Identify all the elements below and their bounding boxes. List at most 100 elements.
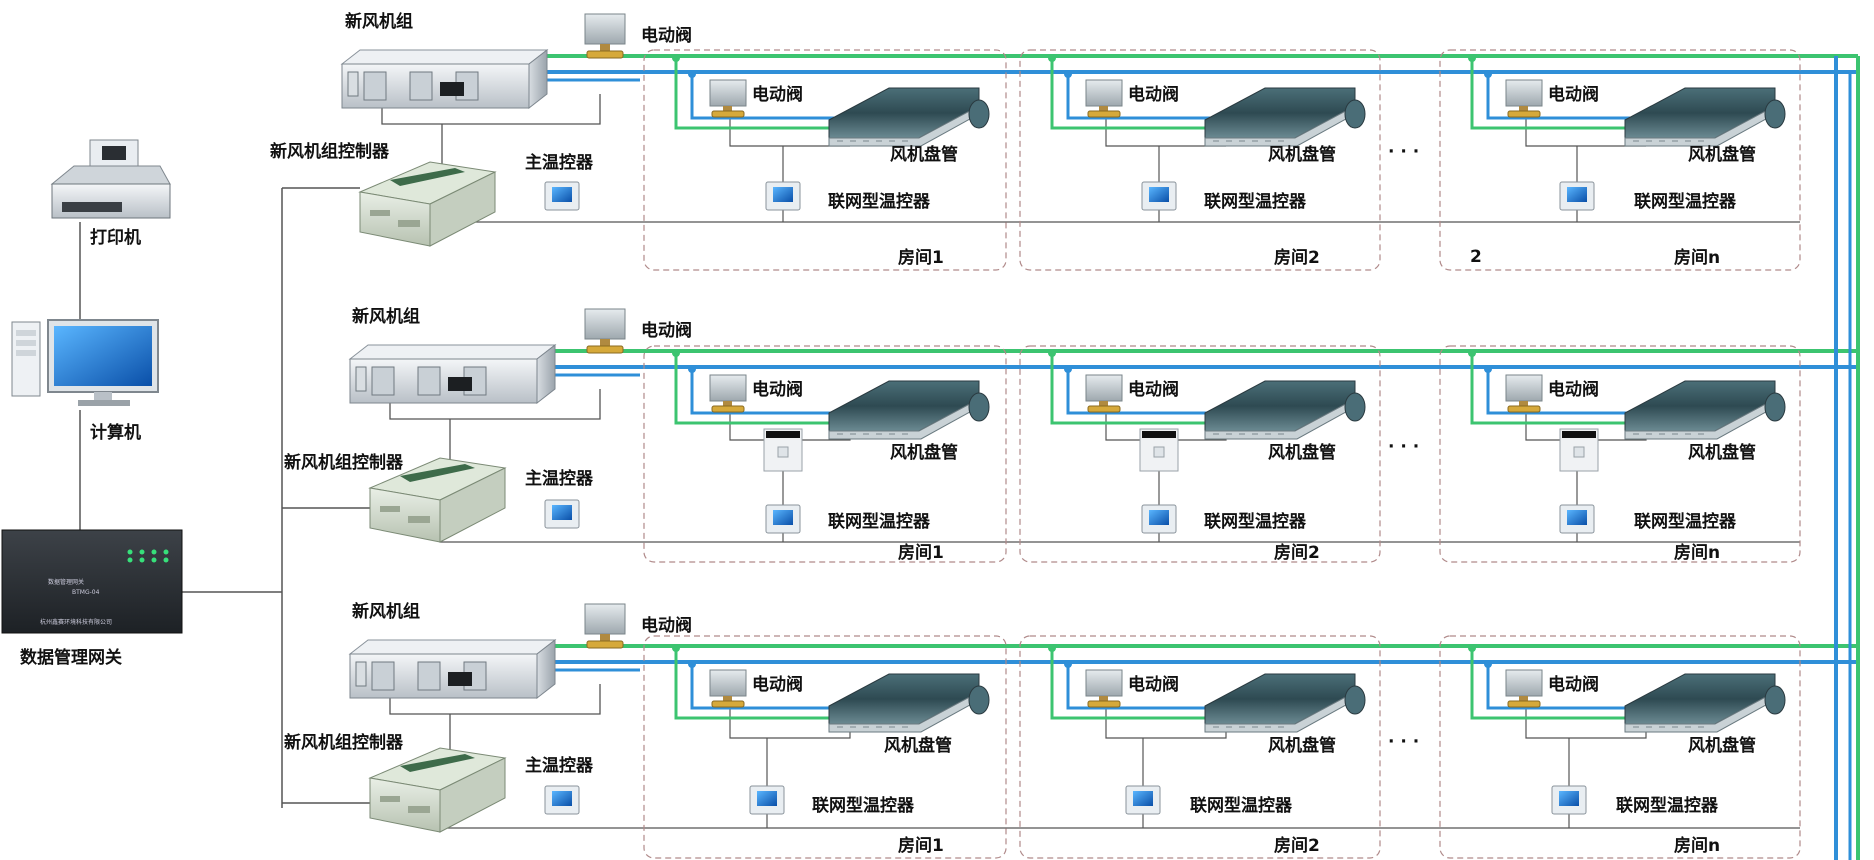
valve-actuator	[1505, 79, 1543, 107]
text-layer: 打印机计算机数据管理网关数据管理网关BTMG-04杭州鑫赛环境科技有限公司新风机…	[20, 11, 1756, 856]
coil-fan	[1344, 392, 1366, 422]
gateway-screen-text: 数据管理网关	[48, 578, 84, 586]
device-layer	[1, 13, 1786, 833]
valve-stem	[1519, 106, 1528, 112]
branch-pipe-blue	[1486, 664, 1630, 710]
printer-label: 打印机	[90, 227, 141, 248]
room-box	[1439, 49, 1801, 271]
coil-fan	[1344, 99, 1366, 129]
valve-actuator	[709, 79, 747, 107]
gateway-led	[163, 549, 169, 555]
room-control-wire	[1105, 708, 1227, 739]
pipe-tee	[1048, 349, 1056, 357]
valve-actuator	[1505, 669, 1543, 697]
room-valve-label: 电动阀	[752, 674, 803, 695]
branch-pipe-blue	[690, 664, 834, 710]
valve-body	[1087, 110, 1121, 118]
fresh-air-controller-label: 新风机组控制器	[284, 732, 404, 753]
room-valve-label: 电动阀	[1128, 379, 1179, 400]
unit-valve-wire	[389, 389, 601, 420]
room-valve-label: 电动阀	[1548, 379, 1599, 400]
main-thermostat-label: 主温控器	[525, 152, 594, 173]
wall-panel-button	[777, 446, 789, 458]
unit-top	[348, 639, 557, 655]
thermostat-screen	[1567, 510, 1587, 525]
valve-body	[711, 700, 745, 708]
wall-panel-button	[1573, 446, 1585, 458]
main-thermostat-label: 主温控器	[525, 755, 594, 776]
pipe-tee	[1064, 660, 1072, 668]
controller-label	[380, 796, 400, 802]
coil-fan	[968, 685, 990, 715]
valve-actuator	[1085, 374, 1123, 402]
branch-pipe-blue	[1066, 664, 1210, 710]
coil-fan	[968, 99, 990, 129]
pipe-tee	[672, 644, 680, 652]
thermostat-screen	[552, 187, 572, 202]
fan-coil-label: 风机盘管	[1688, 144, 1756, 165]
room-valve-label: 电动阀	[752, 379, 803, 400]
room-ellipsis: · · ·	[1388, 437, 1419, 457]
controller-label	[408, 516, 430, 523]
valve-actuator	[584, 13, 626, 45]
gateway-screen-text: 杭州鑫赛环境科技有限公司	[40, 618, 112, 626]
branch-pipe-blue	[1066, 369, 1210, 415]
networked-thermostat-label: 联网型温控器	[1634, 511, 1737, 532]
room-3-1	[709, 669, 990, 815]
unit-vent	[448, 672, 472, 686]
thermostat-screen	[1149, 510, 1169, 525]
coil-body	[1204, 380, 1356, 432]
unit-panel	[355, 366, 367, 392]
branch-pipe-green	[674, 353, 834, 425]
valve-stem	[1519, 401, 1528, 407]
thermostat-screen	[1149, 187, 1169, 202]
fan-coil-label: 风机盘管	[1268, 735, 1336, 756]
room-name-label: 房间1	[898, 542, 944, 563]
controller-label	[398, 220, 420, 227]
room-valve-label: 电动阀	[1128, 674, 1179, 695]
coil-fan	[1344, 685, 1366, 715]
coil-body	[1624, 380, 1776, 432]
networked-thermostat-label: 联网型温控器	[1616, 795, 1719, 816]
room-extra-label: 2	[1470, 247, 1482, 267]
networked-thermostat-label: 联网型温控器	[1204, 191, 1307, 212]
controller-terminal	[400, 464, 475, 482]
thermostat-screen	[1133, 791, 1153, 806]
gateway-body	[1, 529, 183, 634]
pipe-tee	[1048, 54, 1056, 62]
coil-fan	[968, 392, 990, 422]
unit-side	[528, 48, 548, 110]
coil-body	[1204, 673, 1356, 725]
room-name-label: 房间n	[1674, 835, 1720, 856]
fresh-air-controller-label: 新风机组控制器	[270, 141, 390, 162]
branch-pipe-green	[674, 58, 834, 130]
pipe-tee	[672, 349, 680, 357]
fresh-air-unit-label: 新风机组	[345, 11, 413, 32]
valve-body	[1087, 405, 1121, 413]
system-row-1	[340, 13, 626, 247]
room-name-label: 房间1	[898, 835, 944, 856]
unit-vent	[448, 377, 472, 391]
pipe-tee	[672, 54, 680, 62]
unit-panel	[371, 661, 395, 691]
printer-body	[51, 183, 171, 219]
unit-front	[341, 63, 530, 109]
valve-stem	[1519, 696, 1528, 702]
room-valve-label: 电动阀	[1548, 84, 1599, 105]
valve-actuator	[584, 603, 626, 635]
computer-label: 计算机	[90, 422, 141, 443]
room-name-label: 房间n	[1674, 247, 1720, 268]
room-control-wire	[729, 708, 851, 739]
branch-pipe-blue	[690, 74, 834, 120]
fresh-air-unit-label: 新风机组	[352, 601, 420, 622]
tower-bay	[16, 340, 36, 346]
gateway-screen-text: BTMG-04	[72, 589, 100, 596]
room-3-3	[1505, 669, 1786, 815]
room-1-2	[1085, 79, 1366, 211]
controller-side	[439, 467, 506, 543]
pipe-tee	[1484, 70, 1492, 78]
room-box	[643, 345, 1007, 563]
coil-body	[828, 673, 980, 725]
networked-thermostat-label: 联网型温控器	[1634, 191, 1737, 212]
